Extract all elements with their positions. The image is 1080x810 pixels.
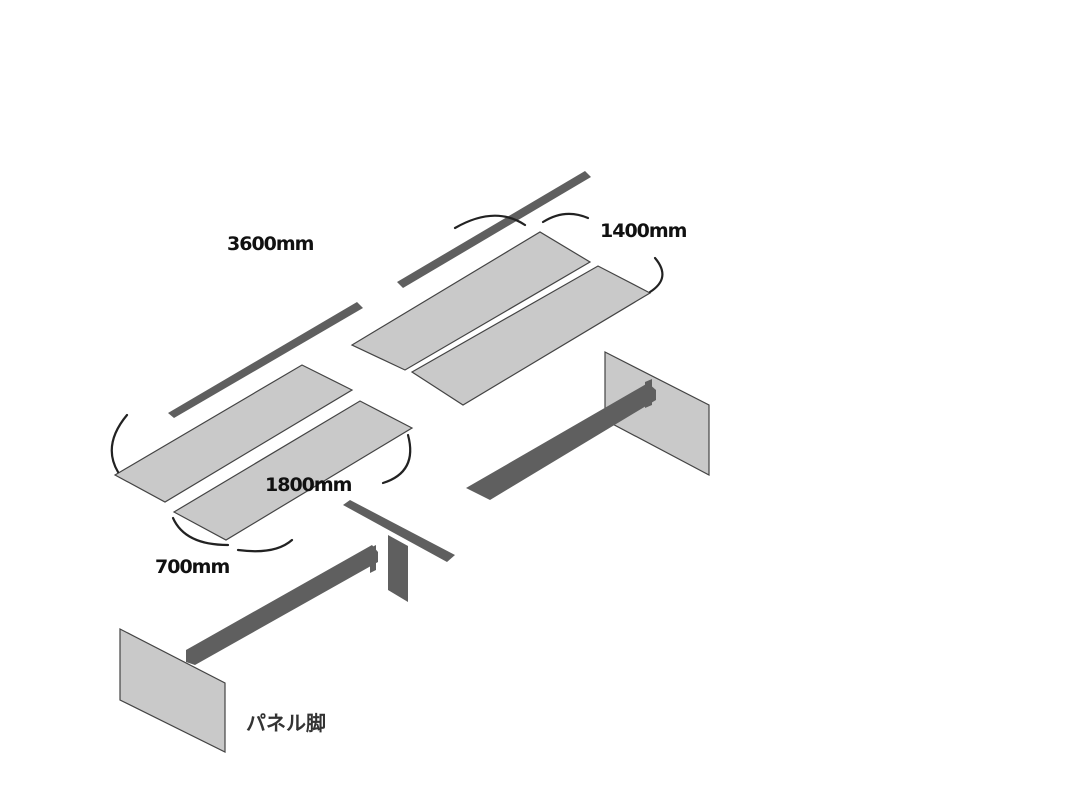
tabletop-back-1 <box>350 231 592 371</box>
beam-right <box>466 383 656 500</box>
tabletop-front-2 <box>172 400 414 541</box>
panel-leg-left <box>119 628 226 753</box>
dimension-arc-depth-front <box>171 516 230 547</box>
label-total-length: 3600mm <box>227 233 314 255</box>
tabletop-front-1 <box>113 364 354 503</box>
label-leg-type: パネル脚 <box>246 711 326 735</box>
beam-left-flange <box>370 545 376 573</box>
t-connector-post <box>388 535 408 602</box>
dimension-arc-front-left <box>110 413 129 474</box>
dimension-arc-depth-start <box>541 212 590 224</box>
label-depth-total: 1400mm <box>600 220 687 242</box>
beam-right-flange <box>645 379 652 408</box>
top-rail-back <box>397 171 591 288</box>
dimension-arc-back-length <box>453 214 527 230</box>
top-rail-front <box>168 302 363 418</box>
beam-left <box>186 545 378 665</box>
dimension-arc-depth-front-2 <box>236 538 294 553</box>
dimension-arc-front-right <box>381 433 412 485</box>
label-top-depth: 700mm <box>155 556 230 578</box>
label-top-length: 1800mm <box>265 474 352 496</box>
t-connector-bar <box>343 500 455 562</box>
panel-leg-right <box>604 351 710 476</box>
dimension-arc-depth-end <box>648 256 664 294</box>
